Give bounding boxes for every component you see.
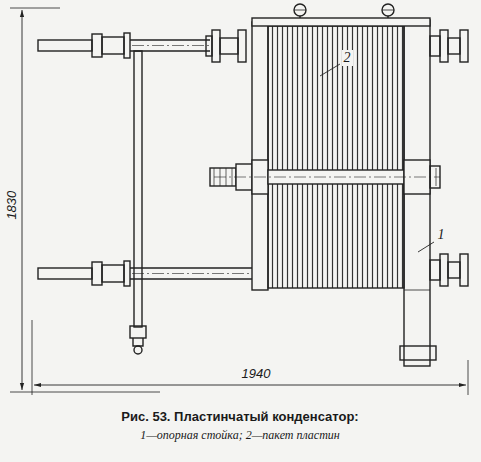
figure-caption: Рис. 53. Пластинчатый конденсатор: xyxy=(121,410,358,424)
callout-number: 2 xyxy=(342,50,353,65)
dimension: 1940 xyxy=(240,367,273,381)
dimension: 1830 xyxy=(5,189,19,222)
callout-number: 1 xyxy=(436,227,447,242)
caption-legend: 1—опорная стойка; 2—пакет пластин xyxy=(140,429,340,442)
